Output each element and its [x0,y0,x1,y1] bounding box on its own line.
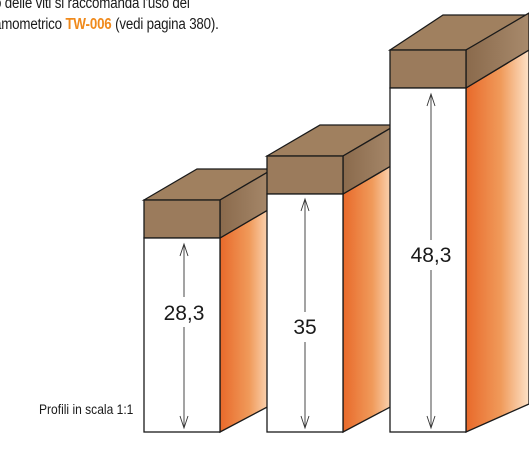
profile-block-1: 28,3 [141,167,276,434]
block-1-arrow-bottom [179,415,189,430]
intro-text: o delle viti si raccomanda l'uso del amo… [0,0,269,35]
block-2-side [342,161,397,434]
scale-caption: Profili in scala 1:1 [39,401,134,417]
block-3-measurement: 48,3 [411,244,452,267]
block-3-arrow-top [426,92,436,107]
block-3-arrow-bottom [426,415,436,430]
block-3-side [465,49,529,434]
block-2-arrow-top [300,197,310,212]
intro-line-2-start: amometrico [0,16,66,33]
profile-block-3: 48,3 [387,12,529,434]
block-2-measurement: 35 [293,316,316,339]
block-3-cap [389,49,467,89]
block-2-cap [266,155,344,195]
block-1-measurement: 28,3 [164,302,205,325]
block-1-side [219,205,274,434]
block-1-cap [143,199,221,239]
profile-block-2: 35 [264,123,399,434]
intro-line-2-end: (vedi pagina 380). [111,16,219,33]
product-code-link[interactable]: TW-006 [65,16,112,33]
block-2-arrow-bottom [300,415,310,430]
block-1-front [143,237,221,433]
intro-line-1: o delle viti si raccomanda l'uso del [0,0,190,12]
intro-line-2: amometrico TW-006 (vedi pagina 380). [0,14,269,35]
block-1-arrow-top [179,242,189,257]
